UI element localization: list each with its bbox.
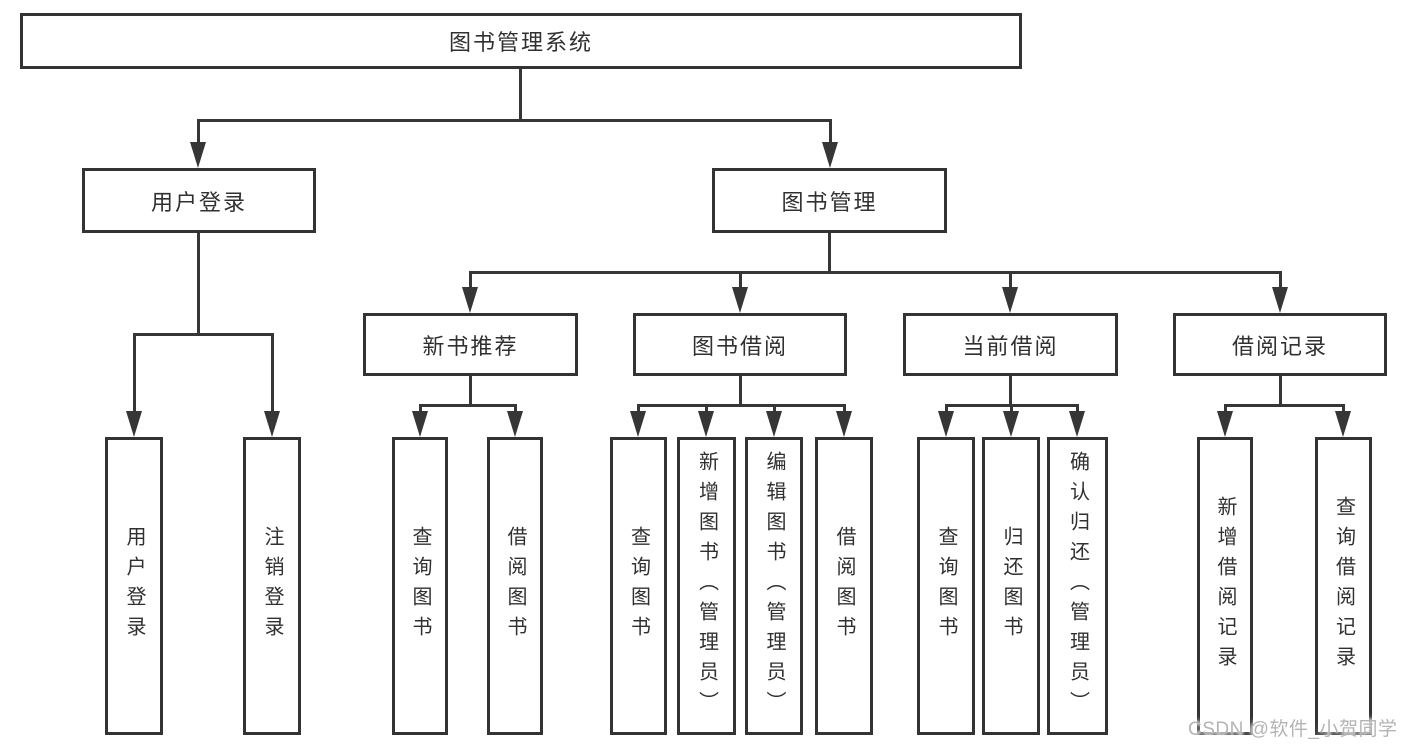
connector-recommend-stub (469, 374, 472, 406)
node-root: 图书管理系统 (20, 13, 1022, 69)
arrow-down-icon (822, 142, 838, 168)
arrow-down-icon (1217, 411, 1233, 437)
arrow-down-icon (190, 142, 206, 168)
arrow-stem (945, 404, 948, 416)
connector-records-stub (1279, 374, 1282, 406)
node-label: 图书借阅 (691, 333, 788, 359)
arrow-stem (271, 333, 274, 415)
leaf-add-book-admin: 新增图书（管理员） (677, 437, 736, 735)
leaf-label: 查询借阅记录 (1332, 496, 1355, 676)
arrow-down-icon (630, 411, 646, 437)
node-label: 借阅记录 (1231, 333, 1328, 359)
leaf-logout: 注销登录 (243, 437, 301, 735)
leaf-label: 归还图书 (1000, 526, 1022, 646)
node-new-book-recommend: 新书推荐 (363, 313, 578, 376)
arrow-stem (705, 404, 708, 416)
connector-borrow-rail (637, 404, 845, 407)
arrow-stem (773, 404, 776, 416)
connector-level3-rail (469, 271, 1281, 274)
arrow-stem (1342, 404, 1345, 416)
connector-current-stub (1009, 374, 1012, 406)
node-book-management: 图书管理 (712, 168, 947, 233)
arrow-down-icon (412, 411, 428, 437)
arrow-down-icon (1272, 287, 1288, 313)
arrow-down-icon (1335, 411, 1351, 437)
leaf-label: 新增图书（管理员） (695, 451, 718, 721)
node-label: 当前借阅 (962, 333, 1059, 359)
leaf-user-login: 用户登录 (105, 437, 163, 735)
leaf-confirm-return-admin: 确认归还（管理员） (1047, 437, 1108, 735)
arrow-stem (1010, 404, 1013, 416)
arrow-stem (739, 271, 742, 291)
arrow-down-icon (766, 411, 782, 437)
leaf-label: 注销登录 (261, 526, 283, 646)
arrow-down-icon (1002, 287, 1018, 313)
leaf-edit-book-admin: 编辑图书（管理员） (745, 437, 803, 735)
arrow-down-icon (462, 287, 478, 313)
node-label: 图书管理 (781, 189, 878, 215)
arrow-down-icon (698, 411, 714, 437)
leaf-query-books-borrow: 查询图书 (610, 437, 667, 735)
node-current-borrow: 当前借阅 (903, 313, 1118, 376)
leaf-label: 新增借阅记录 (1214, 496, 1236, 676)
arrow-down-icon (938, 411, 954, 437)
leaf-label: 借阅图书 (504, 526, 526, 646)
arrow-down-icon (1003, 411, 1019, 437)
leaf-borrow-books-recommend: 借阅图书 (487, 437, 543, 735)
leaf-return-book: 归还图书 (982, 437, 1040, 735)
arrow-stem (133, 333, 136, 415)
arrow-stem (1076, 404, 1079, 416)
leaf-borrow-books: 借阅图书 (815, 437, 873, 735)
leaf-add-borrow-record: 新增借阅记录 (1197, 437, 1253, 735)
node-label: 用户登录 (150, 189, 247, 215)
connector-borrow-stub (739, 374, 742, 406)
arrow-stem (829, 119, 832, 146)
leaf-query-borrow-record: 查询借阅记录 (1315, 437, 1372, 735)
node-book-borrow: 图书借阅 (633, 313, 847, 376)
arrow-stem (1009, 271, 1012, 291)
leaf-label: 查询图书 (627, 526, 650, 646)
leaf-query-books-recommend: 查询图书 (392, 437, 448, 735)
connector-records-rail (1224, 404, 1344, 407)
arrow-stem (637, 404, 640, 416)
arrow-stem (514, 404, 517, 416)
arrow-stem (469, 271, 472, 291)
connector-root-stub (519, 67, 522, 121)
connector-login-stub (197, 231, 200, 335)
node-label: 新书推荐 (422, 333, 519, 359)
connector-login-rail (133, 333, 274, 336)
arrow-down-icon (732, 287, 748, 313)
leaf-label: 确认归还（管理员） (1066, 451, 1089, 721)
leaf-label: 借阅图书 (833, 526, 855, 646)
node-borrow-records: 借阅记录 (1173, 313, 1387, 376)
arrow-stem (419, 404, 422, 416)
leaf-label: 查询图书 (935, 526, 957, 646)
arrow-down-icon (507, 411, 523, 437)
arrow-down-icon (264, 411, 280, 437)
leaf-label: 查询图书 (409, 526, 431, 646)
connector-level2-rail (197, 119, 832, 122)
arrow-stem (1224, 404, 1227, 416)
csdn-watermark: CSDN @软件_小贺同学 (1188, 719, 1398, 740)
arrow-down-icon (126, 411, 142, 437)
arrow-down-icon (1069, 411, 1085, 437)
arrow-stem (1279, 271, 1282, 291)
arrow-down-icon (836, 411, 852, 437)
leaf-label: 编辑图书（管理员） (763, 451, 785, 721)
leaf-query-books-current: 查询图书 (917, 437, 975, 735)
node-user-login: 用户登录 (82, 168, 316, 233)
connector-recommend-rail (419, 404, 516, 407)
arrow-stem (843, 404, 846, 416)
arrow-stem (197, 119, 200, 146)
connector-mgmt-stub (828, 231, 831, 273)
node-root-label: 图书管理系统 (448, 30, 593, 55)
leaf-label: 用户登录 (123, 526, 145, 646)
